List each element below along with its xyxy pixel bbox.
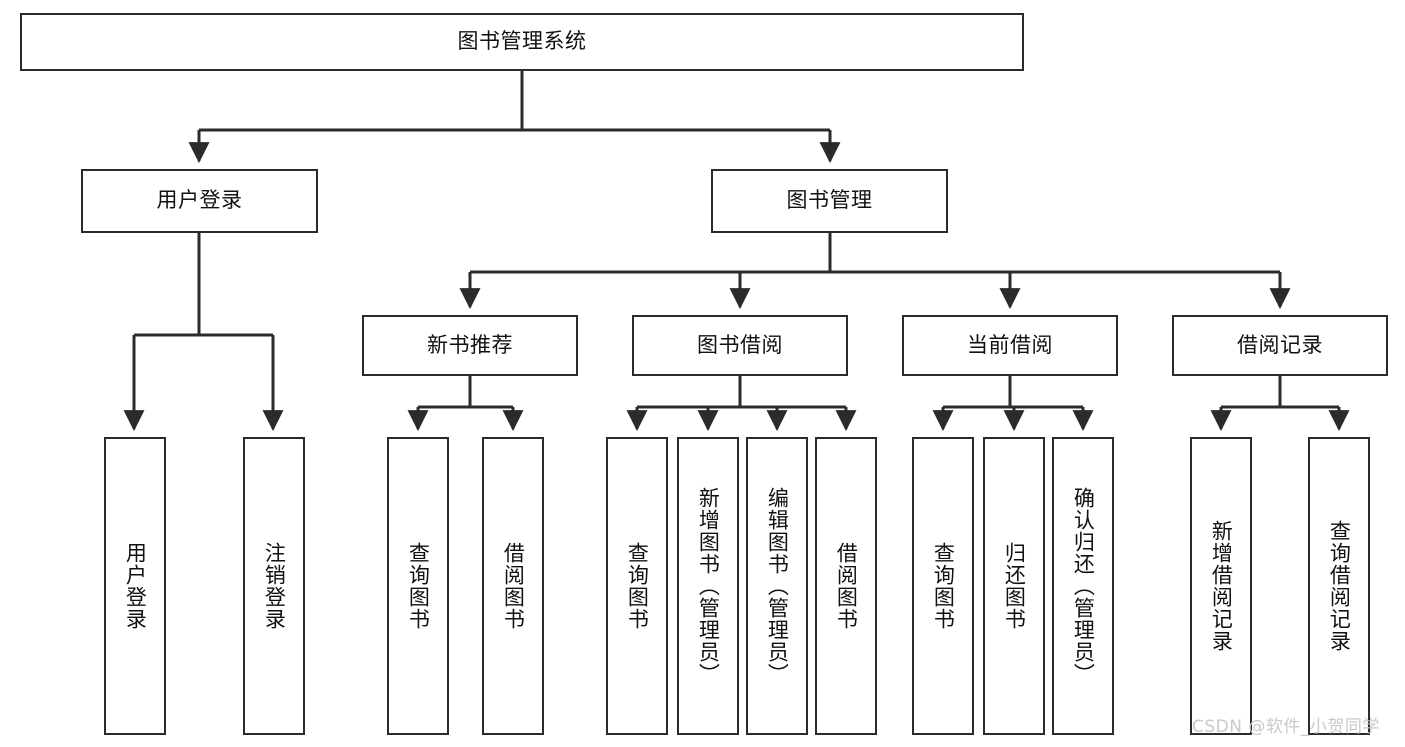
leaf-edit-book-admin[interactable]: 编辑图书（管理员） <box>746 437 808 735</box>
node-book-management[interactable]: 图书管理 <box>711 169 948 233</box>
node-book-borrow-label: 图书借阅 <box>697 332 783 357</box>
leaf-query-book-current-label: 查询图书 <box>931 542 956 630</box>
node-user-login-label: 用户登录 <box>156 188 243 213</box>
node-book-borrow[interactable]: 图书借阅 <box>632 315 848 376</box>
leaf-confirm-return-admin[interactable]: 确认归还（管理员） <box>1052 437 1114 735</box>
leaf-borrow-book-new[interactable]: 借阅图书 <box>482 437 544 735</box>
leaf-query-book-new-label: 查询图书 <box>406 542 431 630</box>
node-borrow-record-label: 借阅记录 <box>1237 332 1323 357</box>
leaf-borrow-book[interactable]: 借阅图书 <box>815 437 877 735</box>
leaf-add-borrow-record-label: 新增借阅记录 <box>1209 520 1234 652</box>
leaf-logout[interactable]: 注销登录 <box>243 437 305 735</box>
node-new-book-recommend-label: 新书推荐 <box>427 332 513 357</box>
leaf-query-borrow-record-label: 查询借阅记录 <box>1327 520 1352 652</box>
leaf-borrow-book-new-label: 借阅图书 <box>501 542 526 630</box>
leaf-query-book-current[interactable]: 查询图书 <box>912 437 974 735</box>
leaf-edit-book-admin-label: 编辑图书（管理员） <box>765 487 790 685</box>
node-borrow-record[interactable]: 借阅记录 <box>1172 315 1388 376</box>
node-new-book-recommend[interactable]: 新书推荐 <box>362 315 578 376</box>
leaf-query-book-borrow-label: 查询图书 <box>625 542 650 630</box>
leaf-return-book-label: 归还图书 <box>1002 542 1027 630</box>
leaf-query-book-new[interactable]: 查询图书 <box>387 437 449 735</box>
leaf-return-book[interactable]: 归还图书 <box>983 437 1045 735</box>
leaf-user-login[interactable]: 用户登录 <box>104 437 166 735</box>
leaf-query-book-borrow[interactable]: 查询图书 <box>606 437 668 735</box>
node-current-borrow-label: 当前借阅 <box>967 332 1053 357</box>
leaf-add-book-admin-label: 新增图书（管理员） <box>696 487 721 685</box>
node-book-management-label: 图书管理 <box>786 188 873 213</box>
leaf-add-book-admin[interactable]: 新增图书（管理员） <box>677 437 739 735</box>
node-current-borrow[interactable]: 当前借阅 <box>902 315 1118 376</box>
leaf-add-borrow-record[interactable]: 新增借阅记录 <box>1190 437 1252 735</box>
node-root-label: 图书管理系统 <box>457 29 587 54</box>
leaf-user-login-label: 用户登录 <box>123 542 148 630</box>
node-user-login[interactable]: 用户登录 <box>81 169 318 233</box>
leaf-logout-label: 注销登录 <box>262 542 287 630</box>
node-root[interactable]: 图书管理系统 <box>20 13 1024 71</box>
leaf-query-borrow-record[interactable]: 查询借阅记录 <box>1308 437 1370 735</box>
leaf-borrow-book-label: 借阅图书 <box>834 542 859 630</box>
leaf-confirm-return-admin-label: 确认归还（管理员） <box>1071 487 1096 685</box>
